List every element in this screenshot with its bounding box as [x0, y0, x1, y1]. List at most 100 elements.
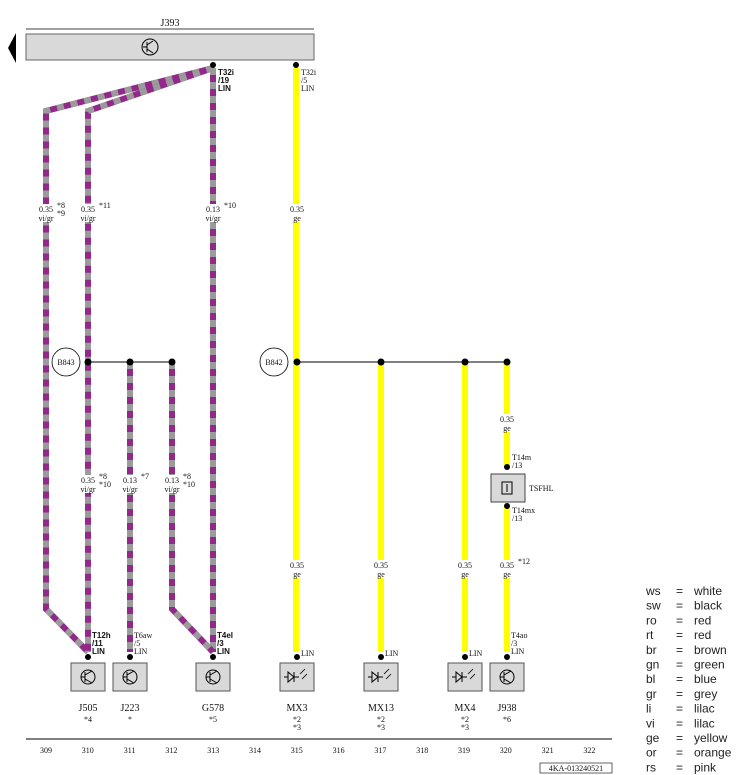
- wire-j505-b: [85, 65, 214, 652]
- legend-row: ge = yellow: [646, 731, 728, 745]
- wire-size: 0.35: [290, 561, 304, 570]
- splice-b843: [51, 347, 81, 377]
- legend-eq: =: [676, 613, 683, 627]
- legend-eq: =: [676, 731, 683, 745]
- wire-size: 0.35: [290, 205, 304, 214]
- legend-row: ro=red: [646, 613, 711, 627]
- legend-color-name: lilac: [694, 716, 715, 730]
- component-note: *2: [461, 715, 469, 724]
- wire-color-code: ge: [461, 570, 469, 579]
- scale-number: 322: [583, 746, 595, 755]
- wire-note: *7: [141, 472, 149, 481]
- wire-color-code: ge: [503, 424, 511, 433]
- wire-note: *8: [99, 472, 107, 481]
- wire-size: 0.35: [81, 205, 95, 214]
- wire-g578-branch: [169, 362, 216, 655]
- legend-eq: =: [676, 599, 683, 613]
- scale-number: 313: [207, 746, 219, 755]
- legend-eq: =: [676, 702, 683, 716]
- wire-color-code: ge: [293, 570, 301, 579]
- component-housing: [70, 662, 106, 692]
- component-note: *2: [377, 715, 385, 724]
- legend-code: bl: [646, 672, 655, 686]
- tsfhl-block: TSFHL T14m /13 T14mx /13: [490, 453, 554, 523]
- legend-code: gn: [646, 658, 659, 672]
- component-name: J505: [79, 703, 98, 714]
- legend-eq: =: [676, 628, 683, 642]
- tsfhl-housing: [490, 473, 526, 503]
- legend-code: vi: [646, 716, 655, 730]
- legend-code: ws: [645, 584, 661, 598]
- component-name: MX13: [368, 703, 394, 714]
- legend-eq: =: [676, 658, 683, 672]
- legend-row: br=brown: [646, 643, 727, 657]
- legend-code: sw: [646, 599, 661, 613]
- legend-row: rt=red: [646, 628, 711, 642]
- legend-row: gn = green: [646, 658, 725, 672]
- top-pins: T32i /19 LIN T32i /5 LIN: [210, 62, 317, 93]
- scale-number: 311: [124, 746, 136, 755]
- wire-color-code: ge: [377, 570, 385, 579]
- legend-color-name: yellow: [694, 731, 728, 745]
- drawing-id: 4KA-013240521: [549, 764, 603, 773]
- j393-housing: [25, 33, 315, 61]
- wire-color-code: vi/gr: [80, 485, 95, 494]
- legend-row: rs=pink: [646, 760, 717, 774]
- legend-row: sw=black: [646, 599, 723, 613]
- legend-color-name: orange: [694, 746, 732, 760]
- legend-eq: =: [676, 716, 683, 730]
- legend-color-name: red: [694, 628, 711, 642]
- component-note: *6: [503, 715, 511, 724]
- legend-code: li: [646, 702, 651, 716]
- component-name: J223: [121, 703, 140, 714]
- legend-row: vi = lilac: [646, 716, 715, 730]
- wire-size: 0.35: [39, 205, 53, 214]
- wire-size: 0.35: [374, 561, 388, 570]
- legend-color-name: brown: [694, 643, 727, 657]
- scale-number: 320: [500, 746, 512, 755]
- continuation-arrow: [8, 33, 16, 63]
- legend-code: gr: [646, 687, 657, 701]
- component-note: *4: [84, 715, 92, 724]
- component-note: *3: [293, 723, 301, 732]
- component-label-j393: J393: [161, 18, 180, 29]
- scale-number: 312: [165, 746, 177, 755]
- component-housing: [489, 662, 525, 692]
- legend-row: gr=grey: [646, 687, 717, 701]
- wire-note: *10: [224, 201, 236, 210]
- component-note: *3: [377, 723, 385, 732]
- component-name: MX4: [454, 703, 475, 714]
- legend-color-name: green: [694, 658, 725, 672]
- svg-text:B843: B843: [57, 358, 74, 367]
- tsfhl-pin-top: T14m /13: [512, 453, 533, 470]
- legend-row: bl=blue: [646, 672, 717, 686]
- tsfhl-label: TSFHL: [529, 484, 554, 493]
- tsfhl-pin-bottom: T14mx /13: [512, 506, 537, 523]
- legend-eq: =: [676, 746, 683, 760]
- wire-size: 0.13: [165, 476, 179, 485]
- component-note: *5: [209, 715, 217, 724]
- scale-number: 310: [82, 746, 94, 755]
- legend-color-name: pink: [694, 760, 717, 774]
- wire-size: 0.13: [206, 205, 220, 214]
- legend-code: ge: [646, 731, 660, 745]
- legend-row: ws=white: [645, 584, 722, 598]
